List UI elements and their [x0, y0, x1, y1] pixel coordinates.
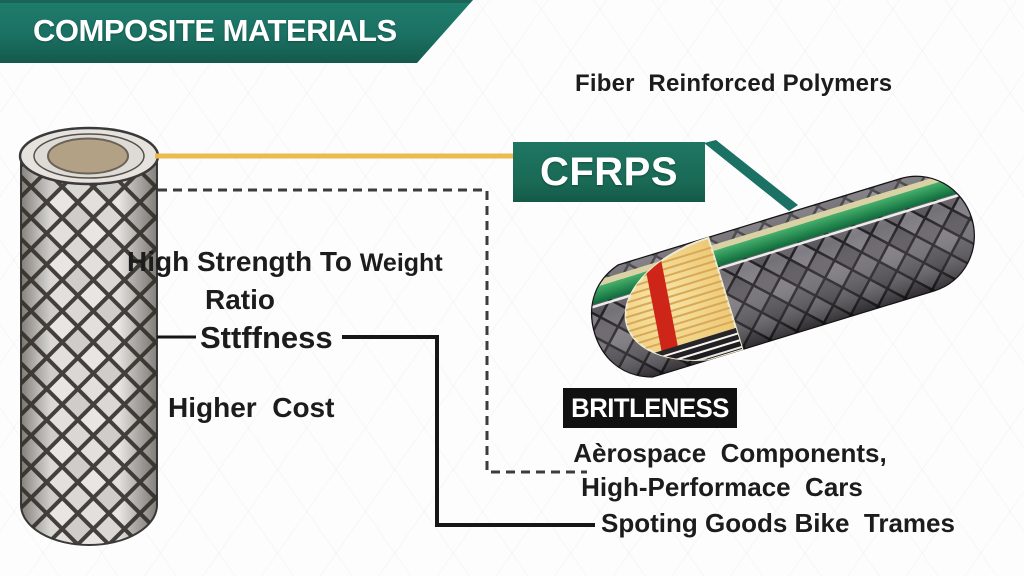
title-primary: COMPOSITE — [33, 13, 215, 48]
strength-weight-text: Weight — [359, 249, 443, 277]
page-title: COMPOSITE MATERIALS — [33, 12, 397, 50]
dashed-connector — [158, 188, 587, 474]
property-strength-line1: High Strength To Weight — [127, 246, 443, 278]
connector-lines — [155, 140, 798, 527]
solid-connector — [342, 335, 595, 527]
title-banner: COMPOSITE MATERIALS — [0, 0, 473, 63]
cfrps-label-box: CFRPS — [513, 142, 705, 202]
brittleness-label: BRITLENESS — [571, 392, 729, 423]
subtitle-fiber-reinforced-polymers: Fiber Reinforced Polymers — [575, 70, 893, 97]
brittleness-label-box: BRITLENESS — [563, 388, 737, 428]
application-sporting-goods: Spoting Goods Bike Trames — [601, 508, 955, 538]
strength-main-text: High Strength To — [127, 246, 360, 277]
property-higher-cost: Higher Cost — [168, 392, 335, 423]
cfrps-label: CFRPS — [539, 149, 679, 194]
tube-core — [47, 137, 129, 175]
property-strength-line2: Ratio — [205, 284, 275, 315]
teal-connector-line — [704, 140, 798, 211]
application-aerospace: Aèrospace Components, — [573, 438, 887, 468]
property-stiffness: Sttffness — [200, 320, 333, 355]
cfrp-laminate-bar-illustration — [580, 168, 975, 380]
application-performance-cars: High-Performace Cars — [581, 472, 863, 502]
braided-fiber-tube-illustration — [18, 126, 160, 546]
title-secondary: MATERIALS — [214, 13, 398, 48]
red-stripe — [641, 244, 684, 380]
